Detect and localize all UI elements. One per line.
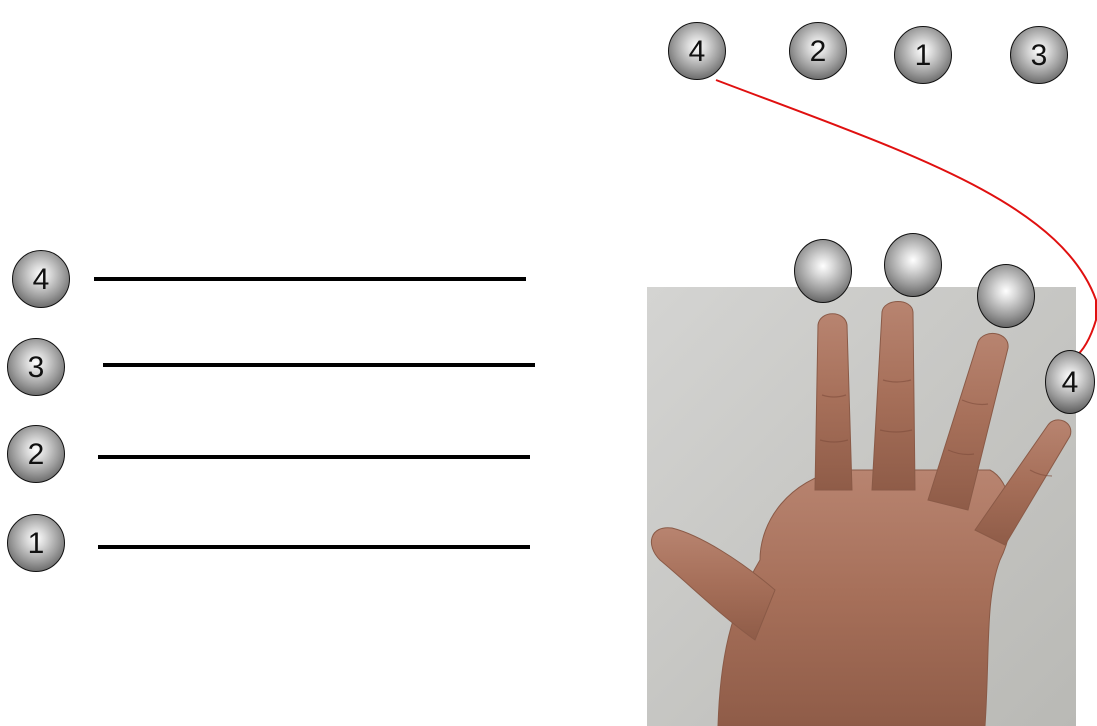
- top-ball-label: 4: [688, 35, 706, 68]
- left-ball-label: 1: [27, 527, 45, 560]
- fingertip-ball-middle: [884, 233, 942, 297]
- thumb: [651, 527, 776, 641]
- string-lines: [94, 277, 535, 549]
- hand-shape: [651, 301, 1072, 726]
- top-ball-3: 3: [1010, 26, 1068, 84]
- finger-little: [974, 419, 1072, 546]
- fingertip-ball-index: [794, 239, 852, 303]
- red-connector-line: [715, 79, 1097, 359]
- left-ball-3: 3: [7, 338, 65, 396]
- top-ball-2: 2: [789, 22, 847, 80]
- left-ball-1: 1: [7, 514, 65, 572]
- left-ball-label: 4: [32, 263, 50, 296]
- left-ball-4: 4: [12, 250, 70, 308]
- fingertip-ball-label: 4: [1061, 366, 1079, 399]
- finger-ring: [927, 333, 1009, 511]
- palm: [717, 469, 1012, 726]
- top-ball-label: 1: [914, 39, 932, 72]
- top-ball-label: 2: [809, 35, 827, 68]
- top-ball-1: 1: [894, 26, 952, 84]
- left-ball-label: 3: [27, 351, 45, 384]
- left-ball-label: 2: [27, 438, 45, 471]
- top-ball-label: 3: [1030, 39, 1048, 72]
- left-ball-2: 2: [7, 425, 65, 483]
- finger-index: [814, 313, 853, 491]
- fingertip-ball-little: 4: [1045, 350, 1095, 414]
- top-ball-4: 4: [668, 22, 726, 80]
- fingertip-ball-ring: [977, 264, 1035, 328]
- hand-photo: [647, 287, 1076, 726]
- finger-creases: [819, 379, 1053, 477]
- finger-middle: [871, 301, 916, 491]
